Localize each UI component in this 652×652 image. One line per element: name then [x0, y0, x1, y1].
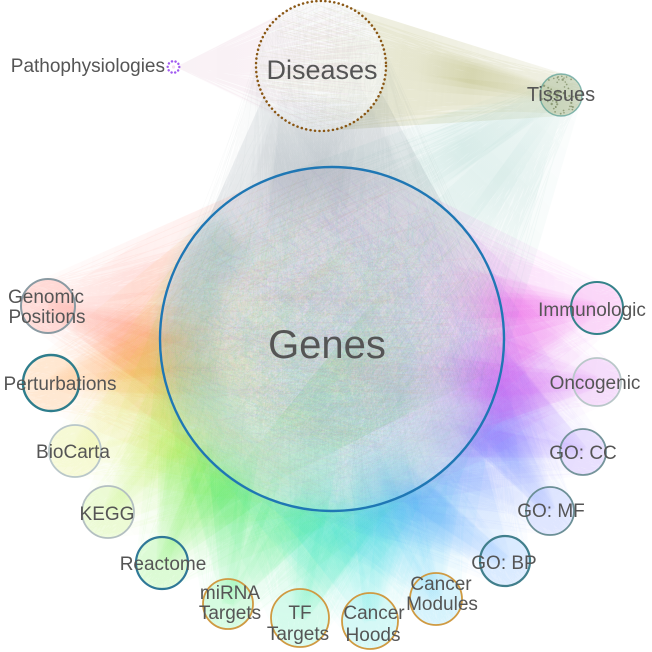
svg-text:BioCarta: BioCarta	[36, 442, 110, 463]
svg-text:TF: TF	[288, 603, 311, 624]
svg-text:miRNA: miRNA	[200, 583, 260, 604]
svg-text:Oncogenic: Oncogenic	[550, 373, 641, 394]
svg-text:Positions: Positions	[8, 307, 85, 328]
svg-text:Targets: Targets	[267, 624, 329, 645]
svg-text:GO: MF: GO: MF	[517, 501, 585, 522]
svg-text:KEGG: KEGG	[80, 504, 135, 525]
svg-text:Tissues: Tissues	[527, 84, 595, 106]
svg-text:Pathophysiologies: Pathophysiologies	[11, 56, 165, 77]
svg-text:Cancer: Cancer	[410, 574, 472, 595]
svg-text:Genomic: Genomic	[8, 287, 84, 308]
svg-text:GO: BP: GO: BP	[471, 553, 536, 574]
svg-text:Reactome: Reactome	[120, 554, 207, 575]
svg-text:Modules: Modules	[406, 594, 478, 615]
svg-text:Perturbations: Perturbations	[3, 374, 116, 395]
svg-text:Immunologic: Immunologic	[538, 300, 646, 321]
svg-text:Targets: Targets	[199, 603, 261, 624]
svg-text:GO: CC: GO: CC	[549, 443, 617, 464]
svg-text:Hoods: Hoods	[346, 625, 401, 646]
svg-text:Genes: Genes	[268, 323, 386, 367]
svg-text:Cancer: Cancer	[343, 603, 405, 624]
svg-text:Diseases: Diseases	[266, 55, 377, 85]
